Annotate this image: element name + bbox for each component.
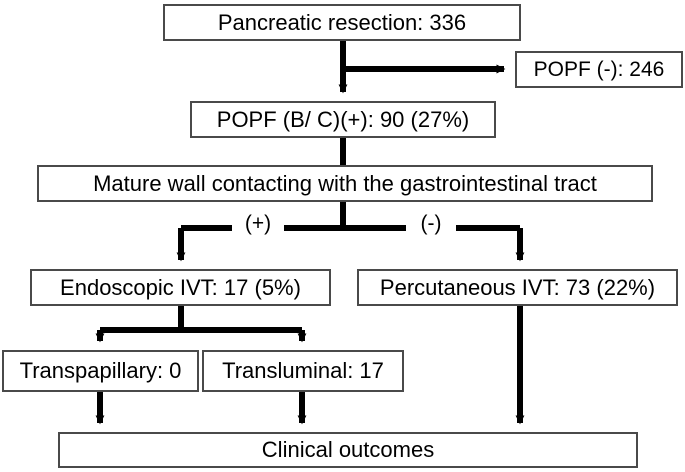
node-popf-negative-label: POPF (-): 246 xyxy=(533,58,665,81)
node-transluminal: Transluminal: 17 xyxy=(202,350,404,392)
node-popf-negative: POPF (-): 246 xyxy=(515,51,683,88)
node-clinical-outcomes-label: Clinical outcomes xyxy=(261,437,435,462)
edge-label-mature-wall-negative: (-) xyxy=(406,213,456,234)
node-percutaneous-ivt: Percutaneous IVT: 73 (22%) xyxy=(357,269,678,306)
node-clinical-outcomes: Clinical outcomes xyxy=(58,432,638,468)
node-percutaneous-ivt-label: Percutaneous IVT: 73 (22%) xyxy=(379,274,656,300)
node-endoscopic-ivt-label: Endoscopic IVT: 17 (5%) xyxy=(60,274,301,300)
node-pancreatic-resection-label: Pancreatic resection: 336 xyxy=(217,9,467,35)
node-transluminal-label: Transluminal: 17 xyxy=(222,358,384,383)
node-endoscopic-ivt: Endoscopic IVT: 17 (5%) xyxy=(30,269,331,306)
edge-label-mature-wall-positive: (+) xyxy=(232,213,284,234)
connector-resection-to-popf xyxy=(338,41,506,94)
node-mature-wall-label: Mature wall contacting with the gastroin… xyxy=(93,170,597,196)
connector-endoscopic-split xyxy=(95,306,307,343)
node-popf-positive-label: POPF (B/ C)(+): 90 (27%) xyxy=(216,106,470,132)
node-transpapillary: Transpapillary: 0 xyxy=(2,350,199,392)
node-mature-wall: Mature wall contacting with the gastroin… xyxy=(37,165,653,202)
node-transpapillary-label: Transpapillary: 0 xyxy=(19,358,182,383)
node-pancreatic-resection: Pancreatic resection: 336 xyxy=(163,4,521,41)
node-popf-positive: POPF (B/ C)(+): 90 (27%) xyxy=(190,101,496,138)
